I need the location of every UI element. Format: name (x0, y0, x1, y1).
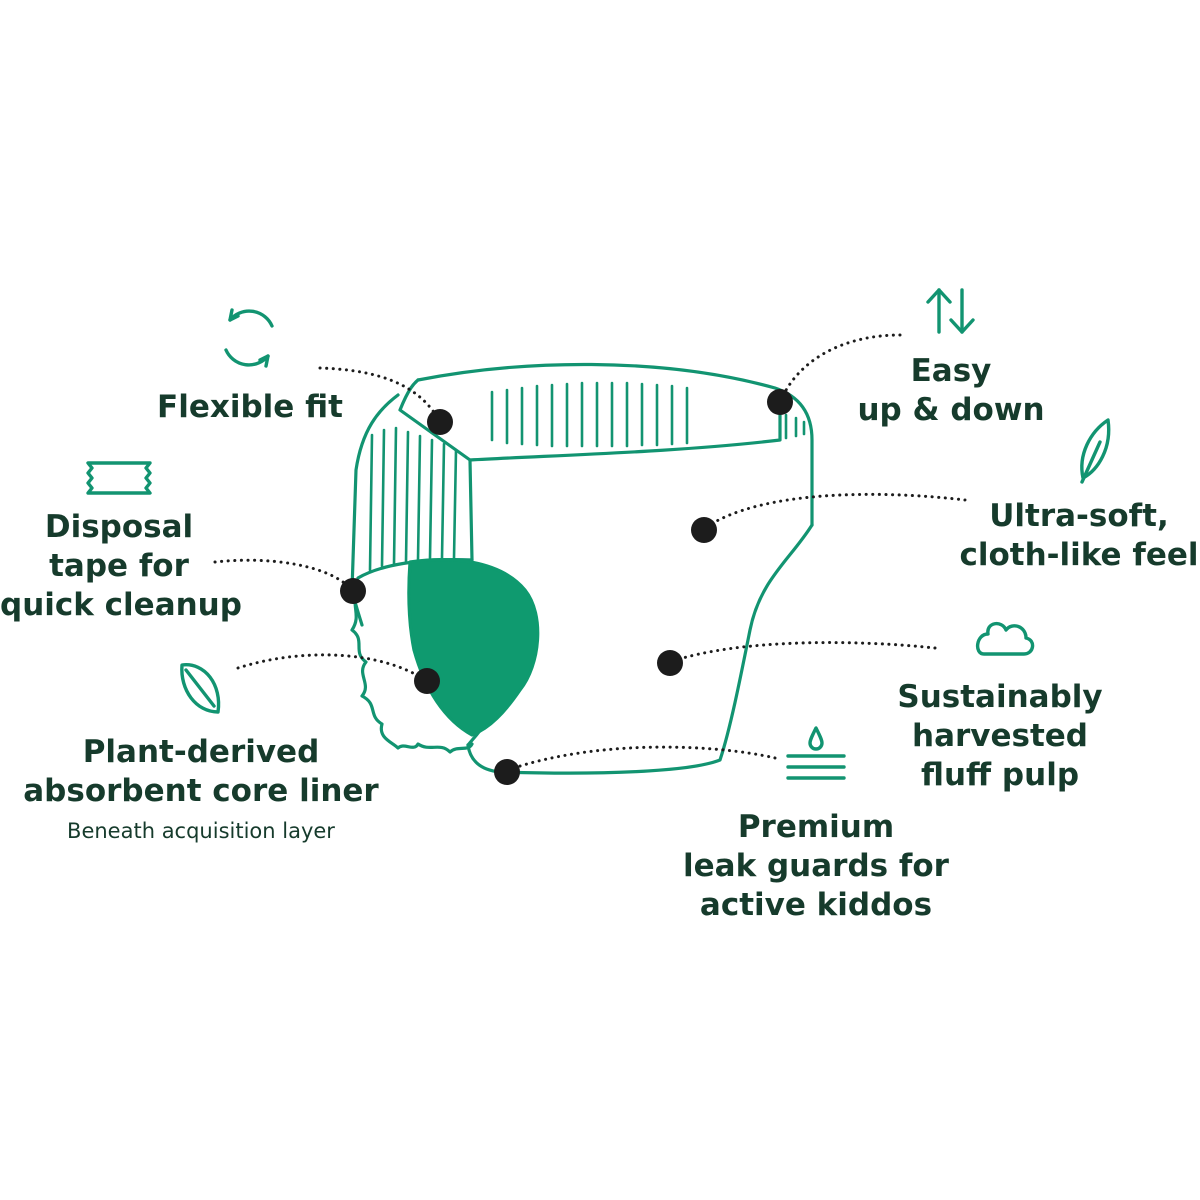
diaper-left-panel (350, 393, 400, 627)
label-sustainably-harvested: Sustainably harvested fluff pulp (880, 678, 1120, 795)
leader-flexible-fit (318, 366, 442, 424)
label-line: Flexible fit (157, 389, 343, 425)
side-panel-stripes (368, 426, 458, 572)
leader-plant-derived (236, 653, 427, 682)
label-line: Premium (737, 809, 895, 845)
dot-disposal-tape (340, 578, 366, 604)
water-drop-waves-icon (786, 726, 846, 780)
waistband-stripes (490, 381, 806, 448)
label-easy-up-down: Easy up & down (846, 352, 1056, 430)
leaf-icon (180, 663, 221, 714)
label-plant-derived: Plant-derived absorbent core liner Benea… (20, 733, 382, 845)
feather-icon (1080, 418, 1111, 484)
callout-dots (340, 389, 793, 785)
tape-icon (86, 461, 152, 495)
diaper-back-waistband (416, 362, 814, 527)
label-line: cloth-like feel (959, 537, 1199, 573)
label-flexible-fit: Flexible fit (140, 388, 360, 427)
label-line: tape for (49, 548, 189, 584)
leader-disposal-tape (213, 558, 354, 592)
label-line: Ultra-soft, (989, 498, 1169, 534)
label-disposal-tape: Disposal tape for quick cleanup (0, 508, 242, 625)
label-ultra-soft: Ultra-soft, cloth-like feel (958, 497, 1200, 575)
label-line: Disposal (44, 509, 194, 545)
label-line: leak guards for (683, 848, 949, 884)
label-line: Sustainably (897, 679, 1103, 715)
label-line: absorbent core liner (23, 773, 379, 809)
diaper-waistband-inner (398, 378, 782, 462)
dot-plant-derived (414, 668, 440, 694)
label-premium-leak-guards: Premium leak guards for active kiddos (666, 808, 966, 925)
leader-sustainably (668, 641, 937, 664)
dot-ultra-soft (691, 517, 717, 543)
dot-sustainably (657, 650, 683, 676)
label-line: up & down (857, 392, 1045, 428)
leader-ultra-soft (703, 492, 967, 530)
dot-easy-up-down (767, 389, 793, 415)
label-line: Easy (910, 353, 992, 389)
absorbent-core (407, 558, 540, 737)
cloud-icon (976, 622, 1035, 656)
label-line: harvested (912, 718, 1088, 754)
up-down-arrows-icon (926, 288, 975, 334)
recycle-arrows-icon (224, 308, 274, 368)
label-line: active kiddos (699, 887, 933, 923)
leader-premium (506, 745, 777, 772)
leader-easy-up-down (778, 333, 902, 404)
label-line: Plant-derived (82, 734, 320, 770)
label-line: quick cleanup (0, 587, 242, 623)
diaper-illustration (350, 362, 814, 775)
label-line: fluff pulp (920, 757, 1080, 793)
dot-premium (494, 759, 520, 785)
diaper-leg-ruffle (350, 588, 474, 754)
leader-lines (213, 333, 967, 772)
dot-flexible-fit (427, 409, 453, 435)
label-note: Beneath acquisition layer (67, 819, 335, 843)
